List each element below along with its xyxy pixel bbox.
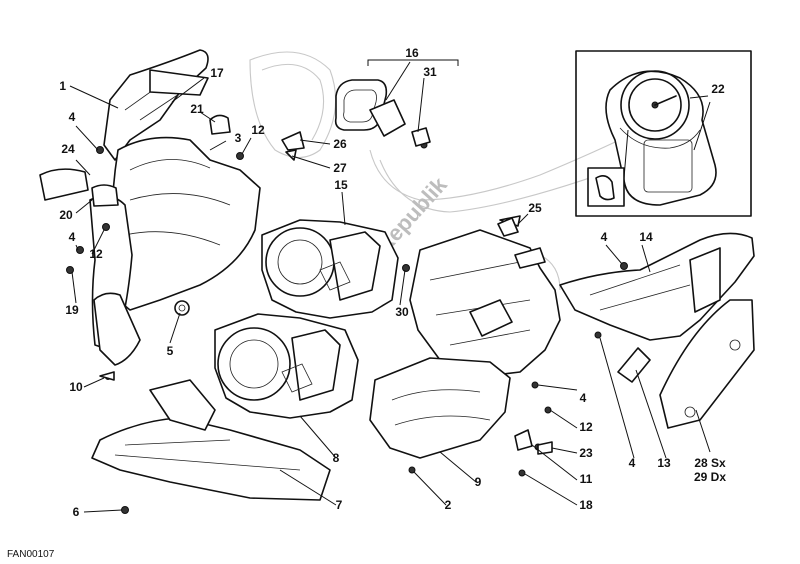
callout-label: 15 [334, 178, 348, 192]
callout-label: 30 [395, 305, 409, 319]
callout-label: 24 [61, 142, 75, 156]
callout-label: 22 [711, 82, 725, 96]
callout-label: 23 [579, 446, 593, 460]
left-cover-group [39, 49, 305, 366]
callout-label: 16 [405, 46, 419, 60]
callout-labels: 1 17 21 3 4 24 20 12 4 19 5 10 6 16 31 1… [59, 46, 726, 519]
fairing-bracket [369, 215, 561, 459]
callout-label: 6 [73, 505, 80, 519]
connector-parts [99, 217, 553, 455]
headlight-upper [261, 219, 399, 319]
callout-label: 7 [336, 498, 343, 512]
callout-label: 3 [235, 131, 242, 145]
callout-label: 2 [445, 498, 452, 512]
callout-label: 1 [59, 79, 66, 93]
right-support-bracket [559, 232, 755, 429]
instrument-cluster-inset [575, 50, 752, 217]
callout-label: 11 [580, 472, 593, 486]
callout-label: 21 [190, 102, 204, 116]
callout-label: 13 [657, 456, 671, 470]
callout-label: 20 [59, 208, 73, 222]
callout-label: 28 Sx [694, 456, 726, 470]
diagram-code: FAN00107 [7, 549, 55, 560]
callout-label: 14 [639, 230, 653, 244]
callout-label: 4 [580, 391, 587, 405]
lower-air-duct [91, 379, 331, 501]
callout-label: 10 [69, 380, 83, 394]
callout-label: 9 [475, 475, 482, 489]
callout-label: 12 [251, 123, 265, 137]
callout-label: 26 [333, 137, 347, 151]
callout-label: 29 Dx [694, 470, 726, 484]
leader-lines [69, 59, 711, 513]
callout-label: 12 [89, 247, 103, 261]
callout-label: 4 [69, 230, 76, 244]
callout-label: 19 [65, 303, 79, 317]
callout-label: 4 [629, 456, 636, 470]
callout-label: 8 [333, 451, 340, 465]
callout-label: 5 [167, 344, 174, 358]
headlight-lower [214, 313, 359, 419]
callout-label: 31 [423, 65, 437, 79]
lens-gasket-group [334, 79, 431, 147]
callout-label: 25 [528, 201, 542, 215]
callout-label: 18 [579, 498, 593, 512]
callout-label: 4 [69, 110, 76, 124]
callout-label: 27 [333, 161, 347, 175]
callout-label: 12 [579, 420, 593, 434]
callout-label: 17 [210, 66, 224, 80]
callout-label: 4 [601, 230, 608, 244]
